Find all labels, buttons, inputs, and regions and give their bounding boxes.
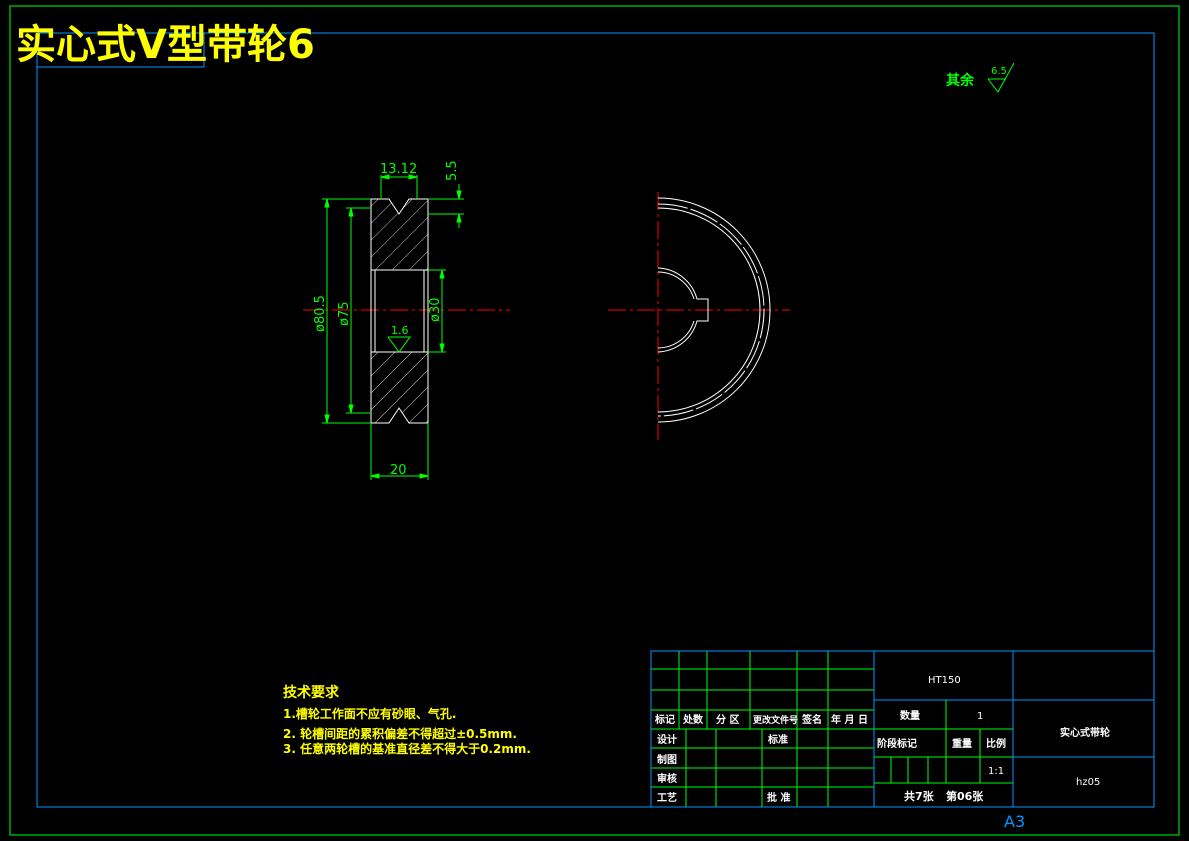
sheet-size: A3 <box>1004 812 1025 831</box>
row-label-review: 审核 <box>657 772 677 785</box>
material-value: HT150 <box>928 675 961 686</box>
tech-req-heading: 技术要求 <box>283 684 340 701</box>
row-label-process: 工艺 <box>657 791 677 804</box>
tech-req-item-1: 1.槽轮工作面不应有砂眼、气孔. <box>283 706 456 721</box>
root-arc <box>657 207 761 413</box>
surface-note-value: 6.5 <box>991 66 1007 77</box>
dim-groove-depth: 5.5 <box>445 160 460 181</box>
dim-bore-diameter: ø30 <box>428 298 443 323</box>
title-box <box>36 32 205 68</box>
bore-outline <box>370 269 429 353</box>
tech-req-item-3: 3. 任意两轮槽的基准直径差不得大于0.2mm. <box>283 741 531 756</box>
rev-header-doc: 更改文件号 <box>753 714 798 726</box>
sheet-number: 第06张 <box>946 789 984 803</box>
scale-label: 比例 <box>986 737 1006 750</box>
part-name: 实心式带轮 <box>1060 726 1110 739</box>
weight-label: 重量 <box>952 737 972 750</box>
dim-hub-width: 20 <box>390 463 407 478</box>
groove-arc <box>657 203 765 417</box>
quantity-value: 1 <box>977 711 983 722</box>
row-label-design: 设计 <box>657 733 677 746</box>
section-view <box>303 198 510 424</box>
title-block: 标记 处数 分 区 更改文件号 签名 年 月 日 设计 制图 审核 工艺 标准 … <box>650 650 1155 808</box>
outer-rim-arc <box>657 197 771 423</box>
rev-header-mark: 标记 <box>654 713 675 726</box>
rev-header-date: 年 月 日 <box>831 713 868 726</box>
rev-header-sign: 签名 <box>801 713 822 726</box>
stage-mark-label: 阶段标记 <box>877 737 917 750</box>
drawing-title: 实心式V型带轮6 <box>16 22 315 68</box>
section-upper-hatch <box>370 198 429 271</box>
drawing-frame <box>36 32 1155 808</box>
outer-border <box>9 5 1180 836</box>
drawing-number: hz05 <box>1076 777 1100 788</box>
label-standardize: 标准 <box>767 733 788 746</box>
dimension-lines <box>322 174 464 480</box>
bore-inner-arc <box>657 271 695 349</box>
sheet-count: 共7张 <box>904 789 935 803</box>
dim-pitch-diameter: ø75 <box>337 302 352 327</box>
dim-bore-roughness: 1.6 <box>391 324 409 337</box>
quantity-label: 数量 <box>900 709 920 722</box>
label-approve: 批 准 <box>767 791 790 804</box>
roughness-symbol <box>987 62 1015 93</box>
scale-value: 1:1 <box>988 766 1004 777</box>
dim-groove-width: 13.12 <box>380 162 417 177</box>
tech-req-item-2: 2. 轮槽间距的累积偏差不得超过±0.5mm. <box>283 726 517 741</box>
dim-outer-diameter: ø80.5 <box>313 295 328 332</box>
rev-header-zone: 分 区 <box>716 713 739 726</box>
bore-keyway-outline <box>657 267 709 353</box>
rev-header-count: 处数 <box>682 713 704 726</box>
surface-note-label: 其余 <box>946 72 975 89</box>
end-view <box>608 192 790 440</box>
row-label-drafting: 制图 <box>657 753 677 766</box>
section-lower-hatch <box>370 351 429 424</box>
